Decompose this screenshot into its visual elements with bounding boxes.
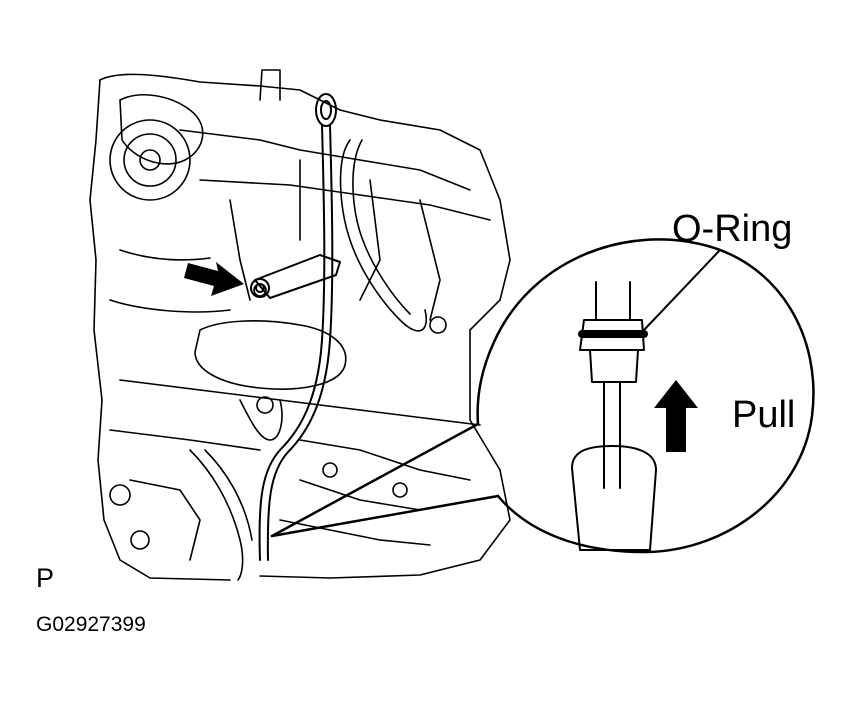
view-label: P [36, 563, 55, 593]
bracket-bolt [250, 254, 341, 299]
dipstick-guide [258, 93, 337, 561]
arrow-up-icon [654, 380, 698, 452]
figure-code: G02927399 [36, 613, 146, 636]
pull-label: Pull [732, 394, 796, 436]
o-ring-label: O-Ring [672, 208, 793, 250]
engine-block-drawing [89, 69, 511, 581]
detail-callout [270, 238, 815, 554]
arrow-right-down-icon [184, 262, 244, 296]
oring-detail [571, 249, 721, 551]
